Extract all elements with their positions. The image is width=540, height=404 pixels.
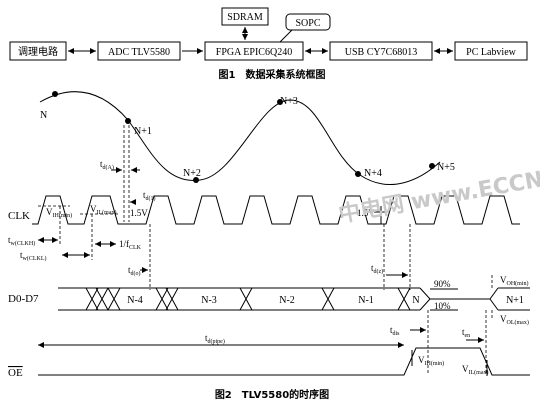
vil-label: VIL(max) xyxy=(90,204,117,216)
sample-label-n1: N+1 xyxy=(134,126,152,137)
td-a-label: td(A) xyxy=(100,159,114,171)
sample-point xyxy=(429,163,435,169)
data-bus xyxy=(58,287,530,311)
sample-point xyxy=(52,91,58,97)
block-sopc-label: SOPC xyxy=(295,18,320,29)
twl-label: tw(CLKL) xyxy=(20,250,47,262)
signal-label-clk: CLK xyxy=(8,210,30,222)
bus-transition xyxy=(85,287,121,311)
level-90-label: 90% xyxy=(434,279,451,289)
block-sdram-label: SDRAM xyxy=(227,12,263,23)
block-sopc-callout xyxy=(285,13,331,31)
ten-label: ten xyxy=(462,327,470,339)
vih-label: VIH(min) xyxy=(46,207,72,219)
data-cell-label: N xyxy=(412,295,419,306)
oe-wave xyxy=(38,347,530,376)
sample-label-n4: N+4 xyxy=(364,168,382,179)
oe-vil-label: VIL(max) xyxy=(462,364,489,376)
sample-points xyxy=(52,91,435,183)
clk-1p5v-label-a: 1.5V xyxy=(130,208,148,218)
sample-label-n5: N+5 xyxy=(437,162,455,173)
sample-point xyxy=(355,171,361,177)
voh-label: VOH(min) xyxy=(500,275,529,287)
signal-label-oe: OE xyxy=(8,367,23,379)
block-pc xyxy=(454,41,528,61)
sample-point xyxy=(125,118,131,124)
sample-label-n: N xyxy=(40,110,47,121)
tdis-label: tdis xyxy=(390,325,400,337)
signal-label-data: D0-D7 xyxy=(8,293,39,305)
clk-1p5v-label-b: 1.5V xyxy=(357,208,375,218)
tdz-label: td(z) xyxy=(371,263,383,275)
data-cell-label: N+1 xyxy=(506,295,524,306)
data-bus-outline xyxy=(58,287,530,311)
td-1-label: td(1) xyxy=(143,190,156,202)
block-conditioning xyxy=(9,41,67,61)
block-adc-label: ADC TLV5580 xyxy=(108,47,170,58)
oe-vih-label: VIH(min) xyxy=(418,355,444,367)
block-fpga xyxy=(204,41,304,61)
twh-label: tw(CLKH) xyxy=(8,235,35,247)
block-pc-label: PC Labview xyxy=(466,47,516,58)
data-cell-label: N-4 xyxy=(127,295,143,306)
block-usb xyxy=(329,41,433,61)
sample-point xyxy=(193,177,199,183)
timing-diagram: N N+1 N+2 N+3 N+4 N+5 td(A) CLK VIH(min)… xyxy=(8,91,540,401)
sample-point xyxy=(277,99,283,105)
block-conditioning-label: 调理电路 xyxy=(18,45,58,58)
block-fpga-label: FPGA EPIC6Q240 xyxy=(216,47,292,58)
block-usb-label: USB CY7C68013 xyxy=(345,47,418,58)
block-adc xyxy=(97,41,181,61)
bus-transition xyxy=(155,287,179,311)
sopc-callout-pointer xyxy=(279,29,293,43)
block-sdram xyxy=(221,7,269,26)
tdpipe-label: td(pipe) xyxy=(205,333,225,345)
clk-wave xyxy=(32,195,520,225)
data-cell-label: N-1 xyxy=(358,295,374,306)
bus-transition xyxy=(239,287,253,311)
figure1-caption: 图1 数据采集系统框图 xyxy=(219,68,326,81)
clk-thresholds xyxy=(38,205,120,260)
figure2-caption: 图2 TLV5580的时序图 xyxy=(215,388,329,401)
data-cell-label: N-2 xyxy=(279,295,295,306)
tdo-label: td(o) xyxy=(128,265,141,277)
fclk-label: 1/fCLK xyxy=(119,239,142,251)
level-10-label: 10% xyxy=(434,301,451,311)
sample-label-n3: N+3 xyxy=(280,96,298,107)
bus-transition xyxy=(397,287,411,311)
sample-label-n2: N+2 xyxy=(183,168,201,179)
data-cell-label: N-3 xyxy=(201,295,217,306)
bus-transition xyxy=(321,287,335,311)
vol-label: VOL(max) xyxy=(500,314,529,326)
block-diagram: 调理电路 ADC TLV5580 FPGA EPIC6Q240 USB CY7C… xyxy=(9,7,528,81)
